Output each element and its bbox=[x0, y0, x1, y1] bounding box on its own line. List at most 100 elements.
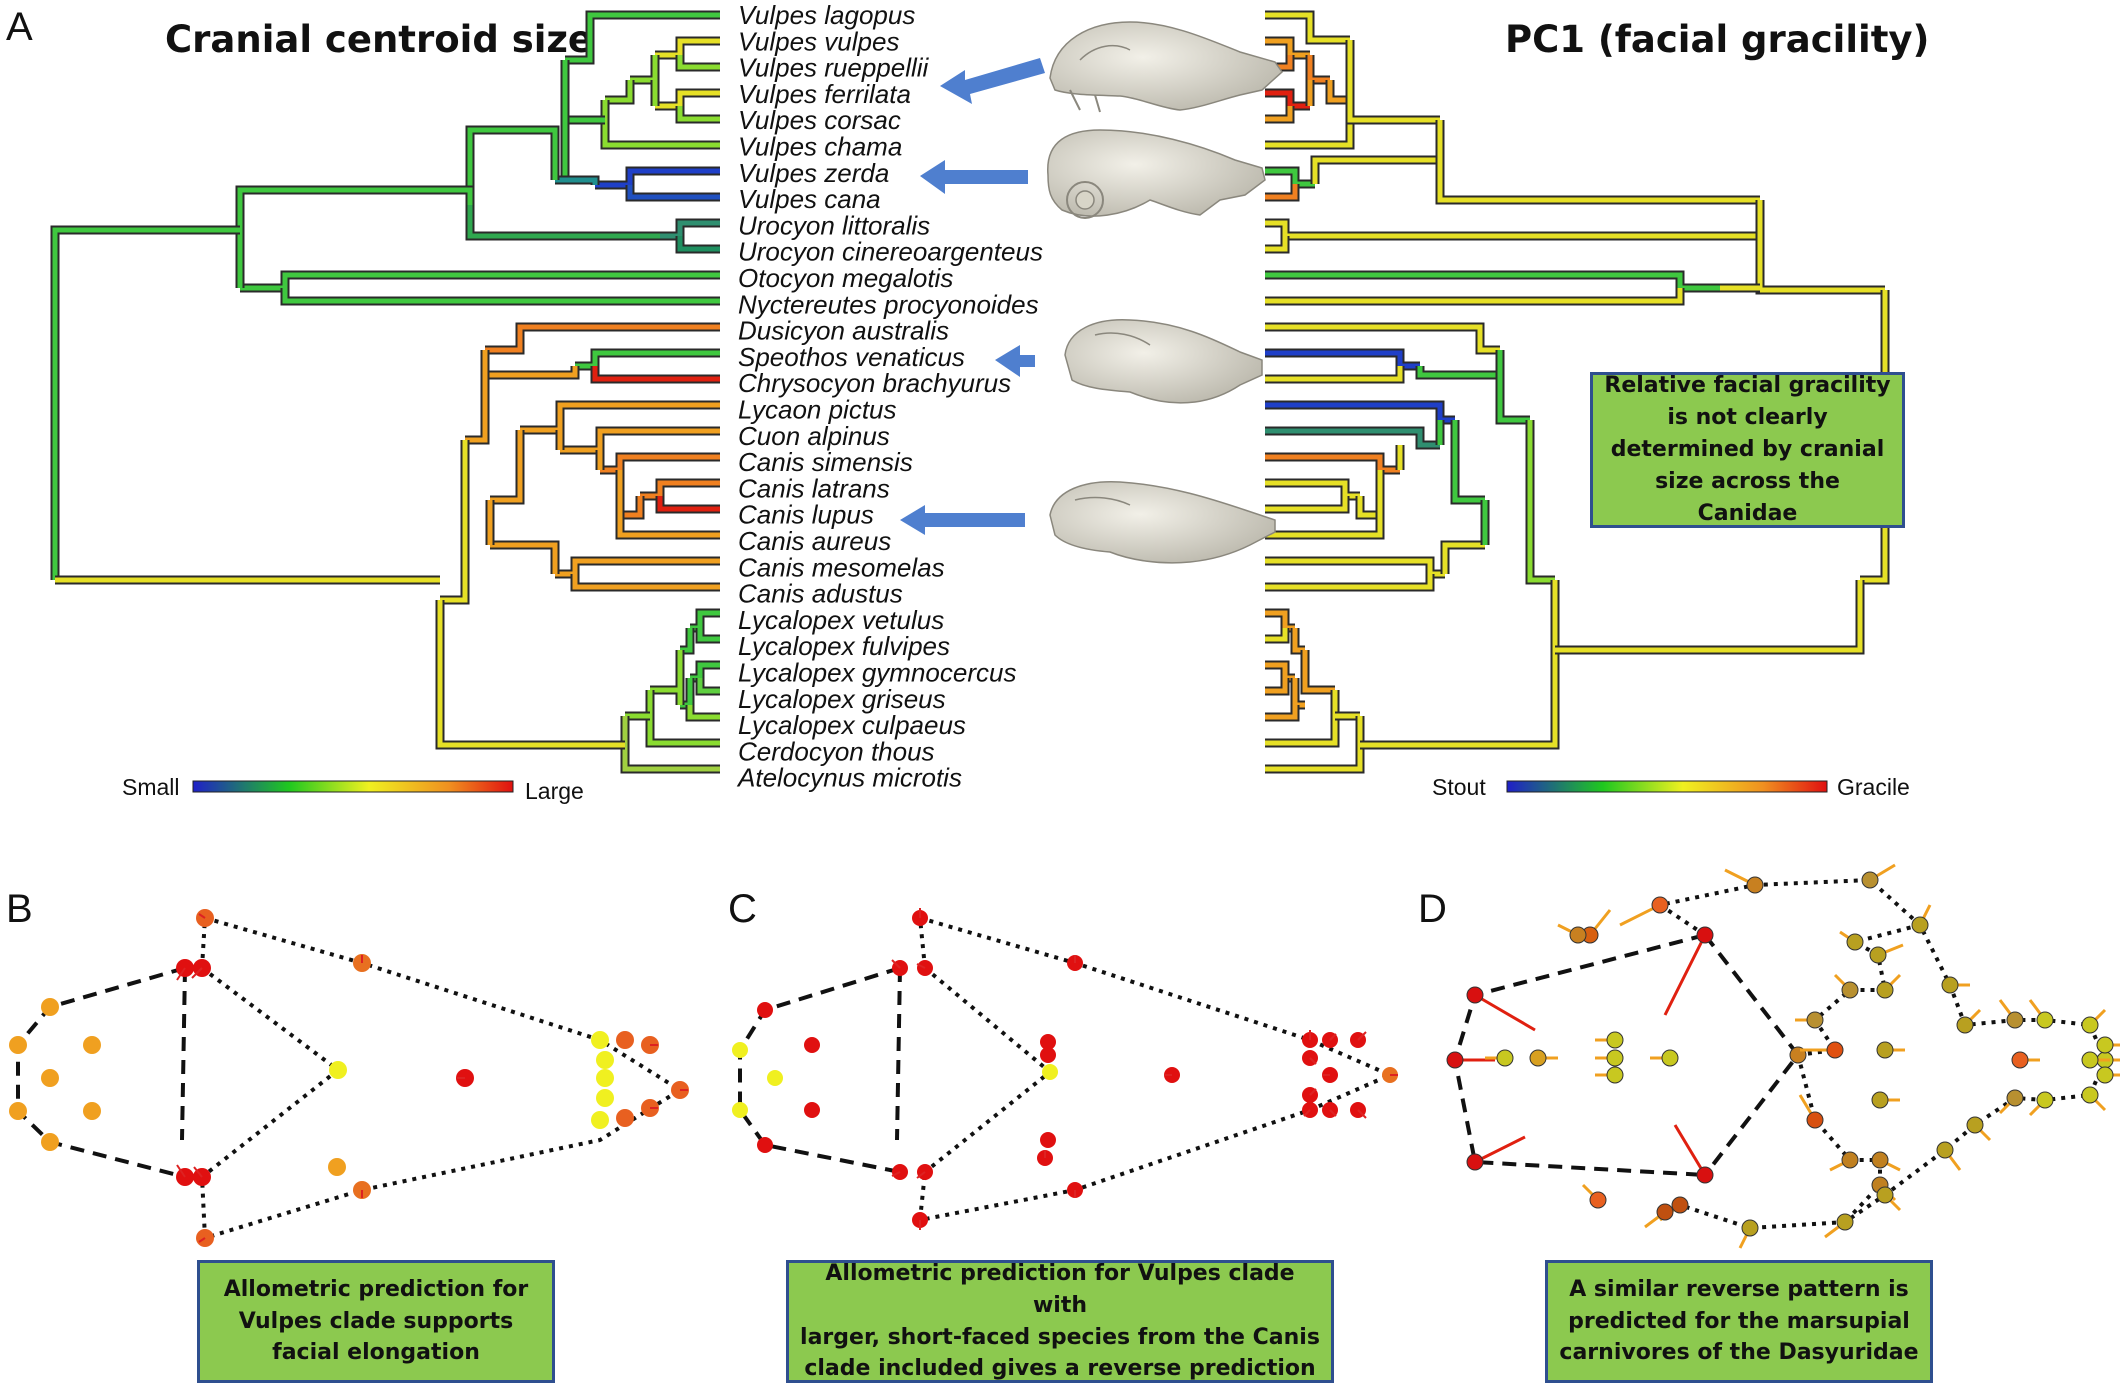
tree-branch bbox=[1265, 574, 1433, 590]
landmark-dot bbox=[1826, 1041, 1844, 1059]
tree-branch bbox=[690, 662, 720, 681]
landmark-vector bbox=[198, 1237, 206, 1243]
tree-branch bbox=[467, 205, 660, 239]
landmark-vector bbox=[1303, 1109, 1311, 1117]
landmark-dot bbox=[1871, 1151, 1889, 1169]
tree-branch-outline bbox=[1345, 40, 1440, 125]
species-label: Canis aureus bbox=[738, 526, 891, 556]
species-label: Atelocynus microtis bbox=[736, 763, 962, 793]
landmark-dot bbox=[9, 1102, 27, 1120]
tree-branch bbox=[437, 600, 625, 748]
landmark-dot bbox=[732, 1042, 748, 1058]
colorbar-gracility-low: Stout bbox=[1432, 774, 1486, 800]
panel-a-letter: A bbox=[6, 5, 33, 49]
landmark-vector bbox=[1663, 934, 1707, 1016]
arrow-left-icon bbox=[900, 505, 1025, 535]
landmark-dot bbox=[591, 1111, 609, 1129]
tree-branch bbox=[620, 496, 643, 518]
tree-branch bbox=[565, 12, 720, 63]
note-box-dasyuridae: A similar reverse pattern is predicted f… bbox=[1545, 1260, 1933, 1383]
landmark-dot bbox=[1966, 1116, 1984, 1134]
tree-branch bbox=[572, 574, 720, 590]
landmark-dot bbox=[1466, 986, 1484, 1004]
tree-branch bbox=[605, 80, 633, 103]
tree-branch bbox=[697, 678, 720, 694]
tree-branch bbox=[677, 55, 720, 70]
species-label: Lycalopex gymnocercus bbox=[738, 658, 1016, 688]
landmark-dot bbox=[1869, 946, 1887, 964]
tree-branch bbox=[440, 440, 468, 603]
landmark-dot bbox=[2081, 1051, 2099, 1069]
landmark-dot bbox=[1696, 1166, 1714, 1184]
landmark-dot bbox=[616, 1031, 634, 1049]
tree-branch bbox=[1265, 106, 1293, 122]
tree-branch bbox=[1265, 366, 1403, 382]
species-label: Vulpes cana bbox=[738, 184, 881, 214]
species-label: Cerdocyon thous bbox=[738, 736, 935, 766]
species-label: Lycalopex vetulus bbox=[738, 605, 944, 635]
landmark-vector bbox=[193, 1166, 203, 1178]
tree-branch-outline bbox=[235, 185, 475, 275]
landmark-dot bbox=[1651, 896, 1669, 914]
tree-branch bbox=[1265, 628, 1288, 642]
landmark-dot bbox=[1529, 1049, 1547, 1067]
species-label: Chrysocyon brachyurus bbox=[738, 368, 1011, 398]
tree-branch bbox=[1265, 716, 1363, 772]
colorbar-size-low: Small bbox=[122, 774, 180, 800]
note-b-line: Vulpes clade supports bbox=[238, 1308, 514, 1334]
tree-branch-outline bbox=[1555, 580, 1865, 655]
tree-branch-outline bbox=[630, 55, 660, 85]
landmark-vector bbox=[176, 1164, 186, 1178]
landmark-dot bbox=[329, 1061, 347, 1079]
tree-branch bbox=[1437, 120, 1760, 203]
note-box-vulpes: Allometric prediction for Vulpes clade s… bbox=[197, 1260, 555, 1383]
tree-branch-outline bbox=[50, 225, 240, 580]
colorbar-gracility-high: Gracile bbox=[1837, 774, 1910, 800]
tree-branch-outline bbox=[465, 205, 660, 241]
note-box-reverse: Allometric prediction for Vulpes clade w… bbox=[786, 1260, 1334, 1383]
landmark-vector bbox=[891, 1171, 901, 1177]
tree-branch bbox=[560, 428, 720, 453]
landmark-dot bbox=[591, 1031, 609, 1049]
note-box-gracility: Relative facial gracility is not clearly… bbox=[1590, 372, 1905, 528]
tree-branch bbox=[1497, 350, 1530, 423]
landmark-dot bbox=[1696, 926, 1714, 944]
landmark-dot bbox=[1671, 1196, 1689, 1214]
landmark-dot bbox=[1836, 1213, 1854, 1231]
landmark-dot bbox=[2036, 1091, 2054, 1109]
tree-branch bbox=[1265, 515, 1383, 538]
species-label: Urocyon littoralis bbox=[738, 210, 930, 240]
landmark-dot bbox=[596, 1051, 614, 1069]
landmark-vector bbox=[176, 967, 186, 981]
species-label: Vulpes chama bbox=[738, 132, 902, 162]
tree-branch bbox=[1265, 324, 1500, 353]
tree-branch-outline bbox=[1450, 420, 1485, 505]
tree-branch bbox=[490, 542, 558, 574]
tree-branch bbox=[1265, 678, 1288, 694]
tree-branch bbox=[1327, 80, 1350, 103]
species-label: Canis mesomelas bbox=[738, 552, 945, 582]
landmark-dot bbox=[1861, 871, 1879, 889]
tree-branch bbox=[1265, 236, 1288, 252]
pc1-title: PC1 (facial gracility) bbox=[1505, 18, 1929, 61]
note-a-line: is not clearly bbox=[1667, 405, 1828, 431]
tree-branch bbox=[687, 705, 720, 720]
landmark-vector bbox=[1329, 1109, 1337, 1117]
species-label: Vulpes lagopus bbox=[738, 0, 915, 30]
tree-branch bbox=[647, 690, 720, 746]
colorbar-size-high: Large bbox=[525, 778, 584, 804]
tree-branch bbox=[1265, 38, 1310, 58]
panel-c-diagram bbox=[732, 908, 1398, 1230]
tree-branch bbox=[677, 106, 720, 122]
landmark-dot bbox=[1876, 1041, 1894, 1059]
tree-branch bbox=[1265, 496, 1348, 512]
landmark-vector bbox=[1474, 993, 1536, 1032]
panel-b-diagram bbox=[9, 909, 689, 1247]
note-d-line: A similar reverse pattern is bbox=[1569, 1276, 1909, 1302]
landmark-dot bbox=[41, 1069, 59, 1087]
landmark-dot bbox=[2006, 1089, 2024, 1107]
tree-branch bbox=[1360, 580, 1558, 748]
tree-branch-outline bbox=[1310, 155, 1440, 184]
tree-branch bbox=[1265, 288, 1683, 304]
arrow-left-icon bbox=[995, 345, 1035, 377]
